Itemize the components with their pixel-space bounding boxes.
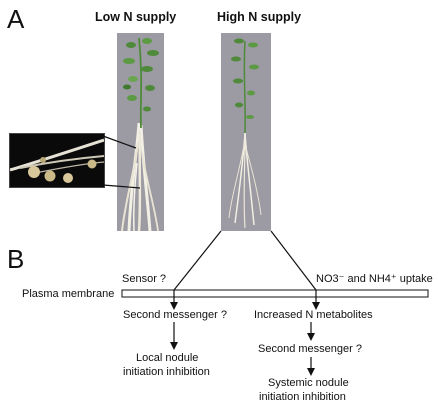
nodule-inset-drawing (10, 138, 104, 183)
local-inhibition-line2: initiation inhibition (123, 366, 210, 378)
systemic-inhibition-line2: initiation inhibition (259, 391, 346, 403)
sensor-label: Sensor ? (122, 273, 167, 285)
membrane-label: Plasma membrane (22, 288, 115, 300)
increased-n-label: Increased N metabolites (254, 309, 373, 321)
converge-line-left (173, 230, 222, 291)
low-n-title: Low N supply (95, 10, 177, 24)
high-n-plant-drawing (228, 38, 262, 229)
inset-connector-bottom (102, 184, 141, 189)
high-n-plant-photo (221, 33, 271, 231)
membrane-bar (121, 289, 429, 298)
second-messenger-left-label: Second messenger ? (123, 309, 227, 321)
panel-a-letter: A (7, 4, 25, 34)
local-inhibition-line1: Local nodule (136, 352, 199, 364)
systemic-inhibition-line1: Systemic nodule (268, 377, 349, 389)
panel-b-letter: B (7, 244, 25, 274)
converge-line-right (270, 230, 317, 291)
inset-connector-top (102, 135, 137, 149)
second-messenger-right-label: Second messenger ? (258, 343, 362, 355)
high-n-title: High N supply (217, 10, 302, 24)
uptake-label: NO3⁻ and NH4⁺ uptake (316, 273, 433, 285)
nodule-inset-photo (9, 133, 105, 188)
low-n-plant-photo (117, 33, 164, 231)
low-n-plant-drawing (121, 37, 159, 231)
